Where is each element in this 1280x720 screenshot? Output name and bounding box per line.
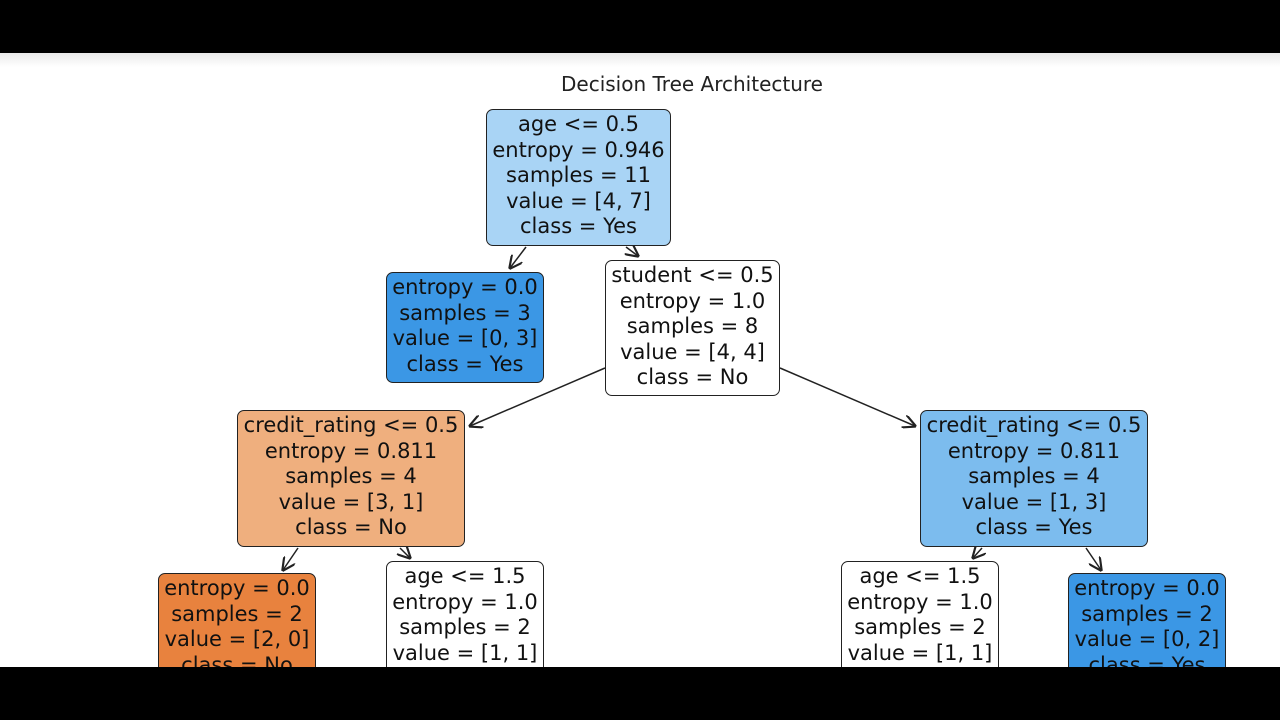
edge-root-to-left-leaf: [510, 246, 527, 268]
node-leaf-no-value: value = [2, 0]: [164, 627, 310, 651]
node-age-left-value: value = [1, 1]: [392, 640, 538, 665]
node-student-value: value = [4, 4]: [620, 339, 765, 364]
node-root-samples: samples = 11: [506, 163, 651, 187]
node-credit-left: credit_rating <= 0.5 entropy = 0.811 sam…: [237, 410, 465, 547]
node-student-class: class = No: [636, 365, 749, 389]
node-left-leaf-value: value = [0, 3]: [392, 326, 538, 350]
node-age-right-entropy: entropy = 1.0: [847, 589, 993, 614]
node-credit-left-value: value = [3, 1]: [278, 489, 424, 514]
node-leaf-no-entropy: entropy = 0.0: [164, 576, 310, 600]
node-age-right-value: value = [1, 1]: [847, 640, 993, 665]
diagram-title: Decision Tree Architecture: [561, 72, 823, 96]
node-age-left-samples: samples = 2: [399, 615, 531, 639]
node-left-leaf: entropy = 0.0 samples = 3 value = [0, 3]…: [386, 272, 544, 383]
node-leaf-no: entropy = 0.0 samples = 2 value = [2, 0]…: [158, 573, 316, 667]
edge-root-to-student: [626, 247, 638, 256]
node-root-split: age <= 0.5: [517, 112, 640, 136]
node-credit-left-samples: samples = 4: [285, 464, 417, 488]
edge-credit-right-to-leaf-yes: [1085, 547, 1101, 570]
edge-student-to-credit-left: [470, 367, 606, 426]
node-student-samples: samples = 8: [626, 314, 759, 338]
figure-canvas: Decision Tree Architecture age <= 0.5 en…: [0, 53, 1280, 667]
letterbox-bottom: [0, 667, 1280, 720]
node-age-right: age <= 1.5 entropy = 1.0 samples = 2 val…: [841, 561, 999, 667]
node-leaf-yes-value: value = [0, 2]: [1074, 627, 1220, 651]
node-credit-right-entropy: entropy = 0.811: [947, 438, 1121, 463]
node-credit-right-split: credit_rating <= 0.5: [926, 413, 1142, 437]
node-left-leaf-class: class = Yes: [406, 351, 524, 376]
node-student-entropy: entropy = 1.0: [619, 288, 766, 313]
node-left-leaf-entropy: entropy = 0.0: [392, 275, 538, 299]
letterbox-top: [0, 0, 1280, 53]
edge-credit-left-to-leaf-no: [283, 547, 299, 570]
edge-credit-right-to-age-right: [973, 548, 982, 558]
node-credit-right-value: value = [1, 3]: [961, 489, 1107, 514]
node-student: student <= 0.5 entropy = 1.0 samples = 8…: [605, 260, 780, 396]
node-leaf-no-class: class = No: [181, 652, 293, 668]
node-credit-left-entropy: entropy = 0.811: [264, 438, 438, 463]
node-leaf-yes-class: class = Yes: [1088, 652, 1206, 668]
node-leaf-yes: entropy = 0.0 samples = 2 value = [0, 2]…: [1068, 573, 1226, 667]
node-leaf-no-samples: samples = 2: [171, 601, 303, 626]
canvas-top-shade: [0, 53, 1280, 67]
node-age-right-split: age <= 1.5: [859, 564, 981, 588]
node-credit-right-class: class = Yes: [975, 515, 1093, 539]
node-leaf-yes-samples: samples = 2: [1081, 601, 1213, 626]
node-credit-right-samples: samples = 4: [968, 464, 1100, 488]
node-left-leaf-samples: samples = 3: [399, 300, 531, 325]
node-credit-left-split: credit_rating <= 0.5: [243, 413, 459, 437]
edge-student-to-credit-right: [779, 367, 915, 426]
node-root-entropy: entropy = 0.946: [492, 137, 665, 162]
node-credit-right: credit_rating <= 0.5 entropy = 0.811 sam…: [920, 410, 1148, 547]
node-root-value: value = [4, 7]: [506, 188, 651, 213]
node-credit-left-class: class = No: [295, 515, 407, 539]
edge-credit-left-to-age-left: [400, 548, 410, 558]
node-root-class: class = Yes: [520, 214, 637, 238]
node-age-right-samples: samples = 2: [854, 615, 986, 639]
node-student-split: student <= 0.5: [611, 263, 774, 287]
node-root: age <= 0.5 entropy = 0.946 samples = 11 …: [486, 109, 671, 246]
node-age-left-split: age <= 1.5: [404, 564, 526, 588]
tree-edges: [0, 53, 1280, 667]
node-age-left: age <= 1.5 entropy = 1.0 samples = 2 val…: [386, 561, 544, 667]
node-leaf-yes-entropy: entropy = 0.0: [1074, 576, 1220, 600]
node-age-left-entropy: entropy = 1.0: [392, 589, 538, 614]
